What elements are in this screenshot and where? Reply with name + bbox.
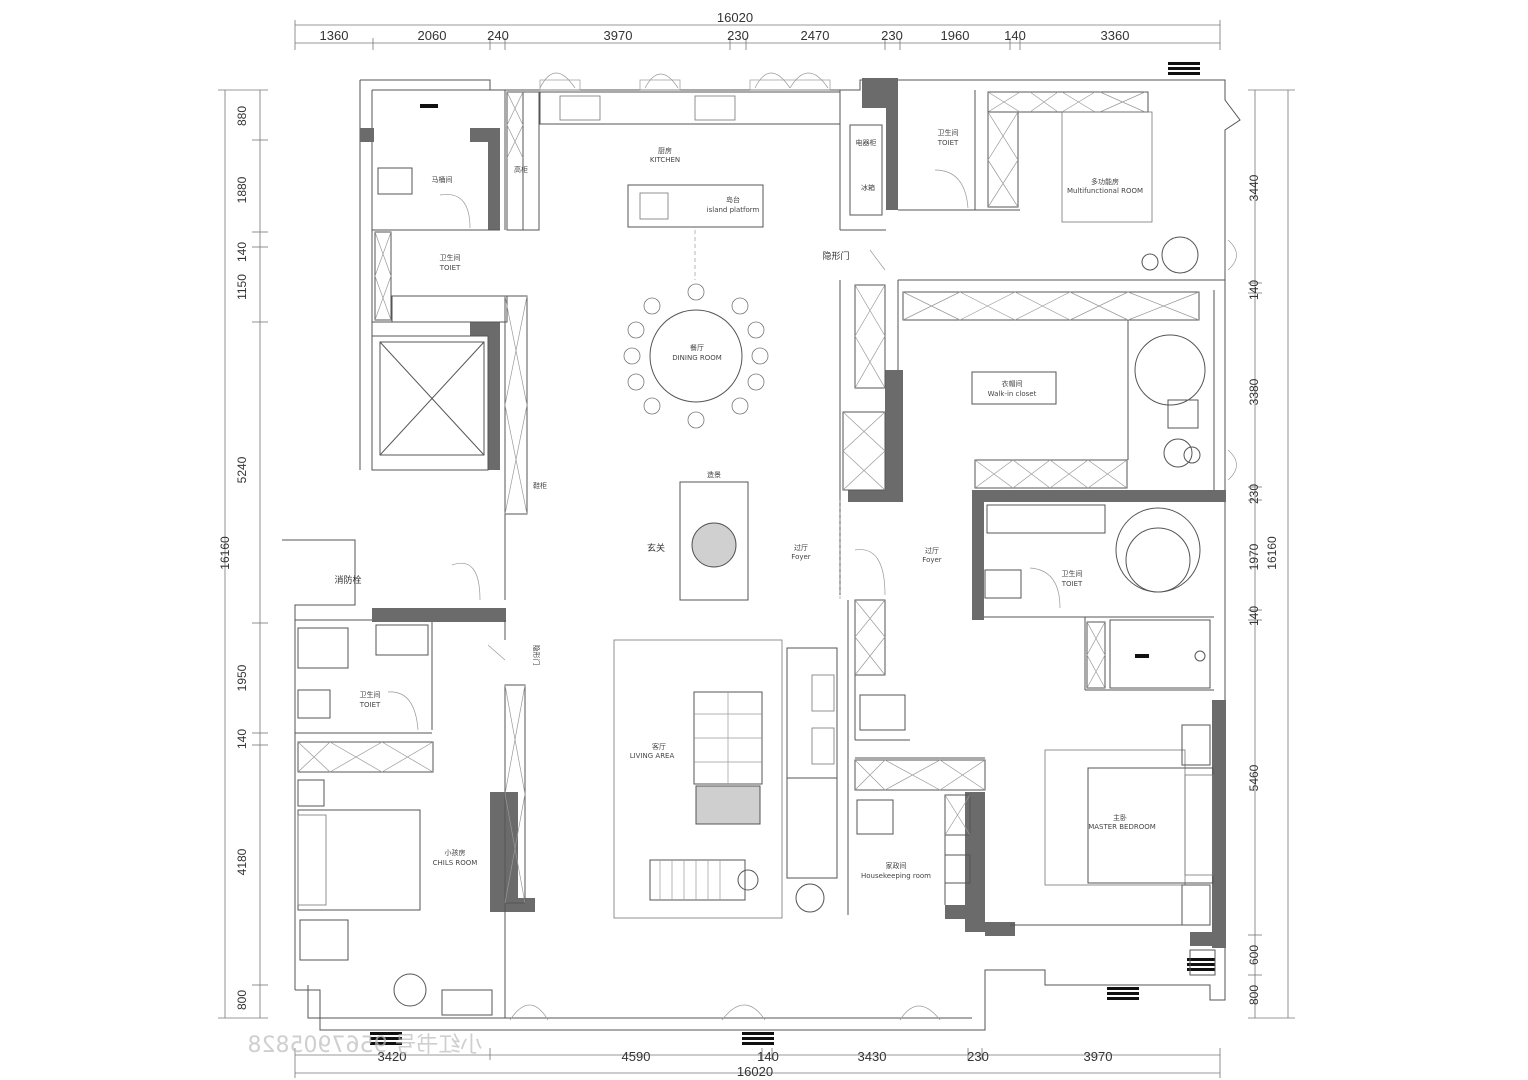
label-multi-en: Multifunctional ROOM [1067,187,1143,195]
label-island-en: island platform [707,206,760,214]
dim-right-3: 3380 [1247,378,1261,405]
dim-left-5: 5240 [235,456,249,483]
dim-top-2: 2060 [418,28,447,43]
dim-bottom-6: 3970 [1084,1049,1113,1064]
dim-top-10: 3360 [1101,28,1130,43]
label-master-en: MASTER BEDROOM [1088,823,1156,831]
label-master-cn: 主卧 [1113,813,1127,822]
dim-bottom-1: 3420 [378,1049,407,1064]
label-closet-en: Walk-in closet [988,390,1037,398]
dim-left-8: 4180 [235,848,249,875]
dim-left-7: 140 [235,729,249,749]
label-appliance-cabinet: 电器柜 [856,138,877,147]
dim-bottom-5: 230 [967,1049,989,1064]
label-living-cn: 客厅 [652,742,666,751]
dim-right-2: 140 [1247,280,1261,300]
dim-bottom-3: 140 [757,1049,779,1064]
dim-overall-bottom: 16020 [737,1064,773,1079]
label-kitchen-en: KITCHEN [650,156,680,164]
label-foyer2-cn: 过厅 [925,546,939,555]
dim-top-segments: 1360 2060 240 3970 230 2470 230 1960 140… [320,28,1130,43]
label-hidden-door: 隐形门 [822,250,849,262]
label-closet-cn: 衣帽间 [1002,379,1023,388]
label-foyer1-en: Foyer [791,553,811,561]
dim-overall-left: 16160 [218,536,232,570]
dim-top-6: 2470 [801,28,830,43]
label-housekeeping-cn: 家政间 [886,861,907,870]
dim-left-segments: 16160 880 1880 140 1150 5240 1950 140 41… [218,106,249,1010]
dim-right-6: 140 [1247,606,1261,626]
outer-walls [282,62,1241,1045]
label-toilet2-en: TOIET [937,139,959,147]
dim-left-4: 1150 [235,274,249,300]
dim-top-7: 230 [881,28,903,43]
label-toilet1-en: TOIET [439,264,461,272]
label-dining-en: DINING ROOM [672,354,722,362]
label-toilet4-en: TOIET [359,701,381,709]
dim-right-7: 5460 [1247,764,1261,791]
dim-top-9: 140 [1004,28,1026,43]
label-shoe-cabinet: 鞋柜 [533,481,547,490]
label-toilet4-cn: 卫生间 [360,690,381,699]
dim-right-4: 230 [1247,484,1261,504]
dim-left-9: 800 [235,990,249,1010]
dim-top-8: 1960 [941,28,970,43]
dim-right-segments: 16160 3440 140 3380 230 1970 140 5460 60… [1247,174,1279,1005]
label-living-en: LIVING AREA [630,752,675,760]
dim-right-8: 600 [1247,945,1261,965]
label-feature-wall: 造景 [707,470,721,479]
dim-left-2: 1880 [235,176,249,203]
label-child-en: CHILS ROOM [433,859,478,867]
label-fridge: 冰箱 [861,183,875,192]
doors [387,169,1237,731]
cabinets [297,91,1200,904]
label-multi-cn: 多功能房 [1091,177,1119,186]
label-housekeeping-en: Housekeeping room [861,872,931,880]
room-labels: 厨房 KITCHEN 岛台 island platform 餐厅 DINING … [334,128,1155,880]
dim-top-3: 240 [487,28,509,43]
label-hidden-door-vertical: 隐形门 [532,645,541,666]
label-fire-hydrant: 消防栓 [334,574,361,586]
label-entrance: 玄关 [647,542,665,554]
dim-overall-top: 16020 [717,10,753,25]
label-dining-cn: 餐厅 [690,343,704,352]
dim-left-1: 880 [235,106,249,126]
dim-right-9: 800 [1247,985,1261,1005]
dim-right-5: 1970 [1247,543,1261,570]
label-kitchen-cn: 厨房 [658,146,672,155]
label-child-cn: 小孩房 [445,848,466,857]
structural-columns [360,78,1226,948]
label-foyer1-cn: 过厅 [794,543,808,552]
dim-top-4: 3970 [604,28,633,43]
label-toilet-room: 马桶间 [432,175,453,184]
dim-bottom-2: 4590 [622,1049,651,1064]
dim-overall-right: 16160 [1265,536,1279,570]
label-toilet1-cn: 卫生间 [440,253,461,262]
dim-top-1: 1360 [320,28,349,43]
label-toilet3-cn: 卫生间 [1062,569,1083,578]
label-tall-cabinet: 高柜 [514,165,528,174]
label-foyer2-en: Foyer [922,556,942,564]
label-toilet2-cn: 卫生间 [938,128,959,137]
dim-right-1: 3440 [1247,174,1261,201]
dim-top-5: 230 [727,28,749,43]
watermark-text: 小红书号 9567905828 [248,1033,483,1058]
dimension-lines [218,20,1295,1078]
dim-bottom-segments: 3420 4590 140 3430 230 3970 [378,1049,1113,1064]
dim-left-6: 1950 [235,664,249,691]
interior-walls [295,90,1225,1018]
dim-left-3: 140 [235,242,249,262]
label-island-cn: 岛台 [726,195,740,204]
dim-bottom-4: 3430 [858,1049,887,1064]
label-toilet3-en: TOIET [1061,580,1083,588]
furniture [297,111,1216,1016]
